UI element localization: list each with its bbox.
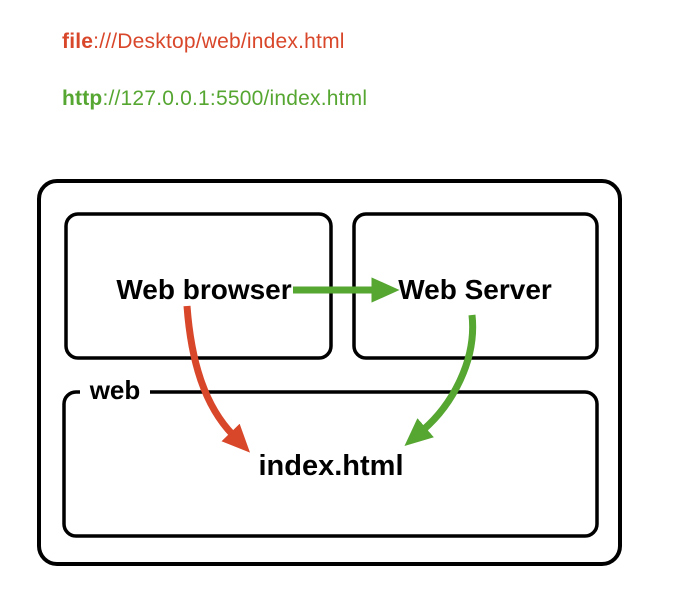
http-url-path: ://127.0.0.1:5500/index.html — [102, 87, 368, 110]
file-url-scheme: file — [62, 30, 94, 53]
web-server-box — [352, 212, 599, 360]
web-browser-label: Web browser — [116, 274, 291, 305]
http-url-scheme: http — [62, 87, 103, 110]
web-folder-box — [62, 390, 599, 538]
web-folder-label: web — [89, 375, 141, 405]
diagram-canvas: web Web browser Web Server index.html — [37, 179, 622, 566]
url-examples: file:///Desktop/web/index.html http://12… — [62, 30, 367, 111]
web-folder-label-backdrop — [80, 376, 150, 406]
arrow-server-to-index — [404, 314, 477, 447]
file-url-text: file:///Desktop/web/index.html — [62, 30, 367, 54]
file-url-path: :///Desktop/web/index.html — [93, 30, 345, 53]
web-server-label: Web Server — [398, 274, 552, 305]
arrow-browser-to-index — [183, 305, 251, 453]
index-html-label: index.html — [258, 450, 403, 482]
web-serving-diagram: web Web browser Web Server index.html — [0, 178, 674, 600]
http-url-text: http://127.0.0.1:5500/index.html — [62, 87, 367, 111]
web-browser-box — [64, 212, 333, 360]
